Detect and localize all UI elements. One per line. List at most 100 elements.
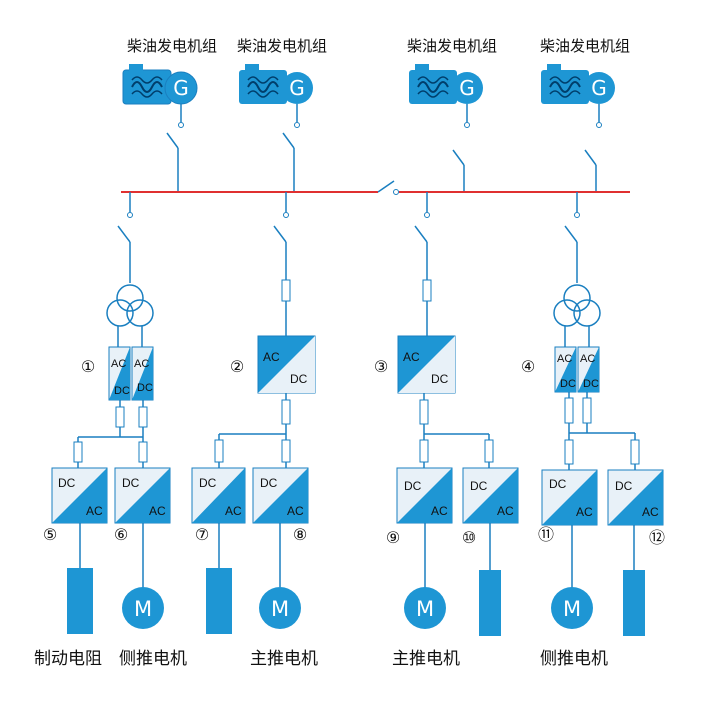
branch-3-number: ③ <box>374 357 388 376</box>
fuse-3c <box>419 439 429 463</box>
svg-text:DC: DC <box>404 479 422 493</box>
branch-2-number: ② <box>230 357 244 376</box>
inverter-9: DC AC <box>396 467 453 524</box>
fuse-4a <box>564 397 574 424</box>
svg-text:AC: AC <box>86 504 103 518</box>
fuse-2b <box>281 399 291 425</box>
svg-text:DC: DC <box>290 372 308 386</box>
fuse-1b <box>138 406 148 428</box>
svg-text:AC: AC <box>149 504 166 518</box>
fuse-4c <box>564 439 574 465</box>
inverter-10: DC AC <box>462 467 519 524</box>
inverter-5: DC AC <box>51 467 108 524</box>
transformer-4-icon <box>553 284 601 327</box>
output-6-number: ⑥ <box>114 525 128 544</box>
generator-3-label: 柴油发电机组 <box>407 37 497 55</box>
output-7-number: ⑦ <box>195 525 209 544</box>
generator-4-label: 柴油发电机组 <box>540 37 630 55</box>
generator-2-icon <box>281 72 313 104</box>
svg-text:AC: AC <box>134 358 149 370</box>
fuse-3a <box>422 279 432 302</box>
fuse-3d <box>484 439 494 463</box>
bus-tie-switch <box>393 189 399 195</box>
main-propulsion-motor-label-2: 主推电机 <box>392 649 460 669</box>
svg-text:DC: DC <box>199 476 217 490</box>
svg-text:DC: DC <box>260 476 278 490</box>
transformer-1-icon <box>106 284 154 327</box>
svg-text:DC: DC <box>549 477 567 491</box>
svg-text:AC: AC <box>431 504 448 518</box>
inverter-8: DC AC <box>252 467 309 524</box>
engine-3-icon <box>409 64 457 104</box>
fuse-2a <box>281 279 291 302</box>
generator-2-label: 柴油发电机组 <box>237 37 327 55</box>
fuse-4b <box>582 397 592 424</box>
motor-9-icon <box>404 587 446 629</box>
branch-4-number: ④ <box>521 357 535 376</box>
svg-text:AC: AC <box>403 350 420 364</box>
svg-text:DC: DC <box>431 372 449 386</box>
motor-6-symbol: M <box>134 597 152 621</box>
svg-text:DC: DC <box>560 378 576 390</box>
generator-4-icon <box>583 72 615 104</box>
branch-1-number: ① <box>81 357 95 376</box>
svg-text:AC: AC <box>576 505 593 519</box>
fuse-2c <box>214 439 224 463</box>
svg-text:DC: DC <box>137 382 153 394</box>
svg-text:AC: AC <box>263 350 280 364</box>
fuse-3b <box>419 399 429 425</box>
rectifier-4a: AC DC <box>554 346 577 393</box>
output-11-number: ⑪ <box>538 525 554 544</box>
svg-text:AC: AC <box>111 358 126 370</box>
svg-text:AC: AC <box>642 505 659 519</box>
braking-resistor-icon <box>67 568 93 634</box>
motor-8-symbol: M <box>271 597 289 621</box>
engine-2-icon <box>239 64 287 104</box>
svg-text:AC: AC <box>557 353 572 365</box>
svg-text:AC: AC <box>287 504 304 518</box>
motor-9-symbol: M <box>416 597 434 621</box>
resistor-7-icon <box>206 568 232 634</box>
svg-text:DC: DC <box>58 476 76 490</box>
inverter-11: DC AC <box>541 469 598 526</box>
engine-4-icon <box>541 64 589 104</box>
motor-8-icon <box>259 587 301 629</box>
svg-text:DC: DC <box>615 479 633 493</box>
inverter-6: DC AC <box>114 467 171 524</box>
fuse-1a <box>115 406 125 428</box>
rectifier-4b: AC DC <box>577 346 600 393</box>
rectifier-2: AC DC <box>257 335 316 394</box>
fuse-4d <box>630 439 640 465</box>
generator-3-symbol: G <box>459 76 475 100</box>
output-12-number: ⑫ <box>649 528 665 547</box>
side-thruster-motor-label-2: 侧推电机 <box>540 649 608 669</box>
inverter-12: DC AC <box>607 469 664 526</box>
motor-11-icon <box>551 587 593 629</box>
generator-4: 柴油发电机组 G <box>540 37 630 192</box>
rectifier-1b: AC DC <box>131 346 154 401</box>
branch-4: ④ AC DC AC DC DC AC ⑪ <box>521 192 665 669</box>
fuse-1d <box>138 441 148 463</box>
engine-1-icon <box>122 64 172 105</box>
fuse-2d <box>281 439 291 463</box>
resistor-12-icon <box>623 570 645 636</box>
svg-text:AC: AC <box>497 504 514 518</box>
branch-3: ③ AC DC DC AC ⑨ M 主推电机 DC <box>374 192 519 669</box>
output-9-number: ⑨ <box>386 528 400 547</box>
rectifier-1a: AC DC <box>108 346 131 401</box>
main-bus <box>121 180 630 195</box>
side-thruster-motor-label-1: 侧推电机 <box>119 649 187 669</box>
svg-text:DC: DC <box>122 476 140 490</box>
output-10-number: ⑩ <box>462 528 476 547</box>
resistor-10-icon <box>479 570 501 636</box>
svg-text:DC: DC <box>470 479 488 493</box>
branch-1: ① AC DC AC DC DC AC ⑤ <box>34 192 187 669</box>
output-5-number: ⑤ <box>43 525 57 544</box>
main-propulsion-motor-label-1: 主推电机 <box>250 649 318 669</box>
braking-resistor-label: 制动电阻 <box>34 649 102 669</box>
output-8-number: ⑧ <box>293 525 307 544</box>
generator-1-label: 柴油发电机组 <box>127 37 217 55</box>
fuse-1c <box>73 441 83 463</box>
generator-4-symbol: G <box>591 76 607 100</box>
